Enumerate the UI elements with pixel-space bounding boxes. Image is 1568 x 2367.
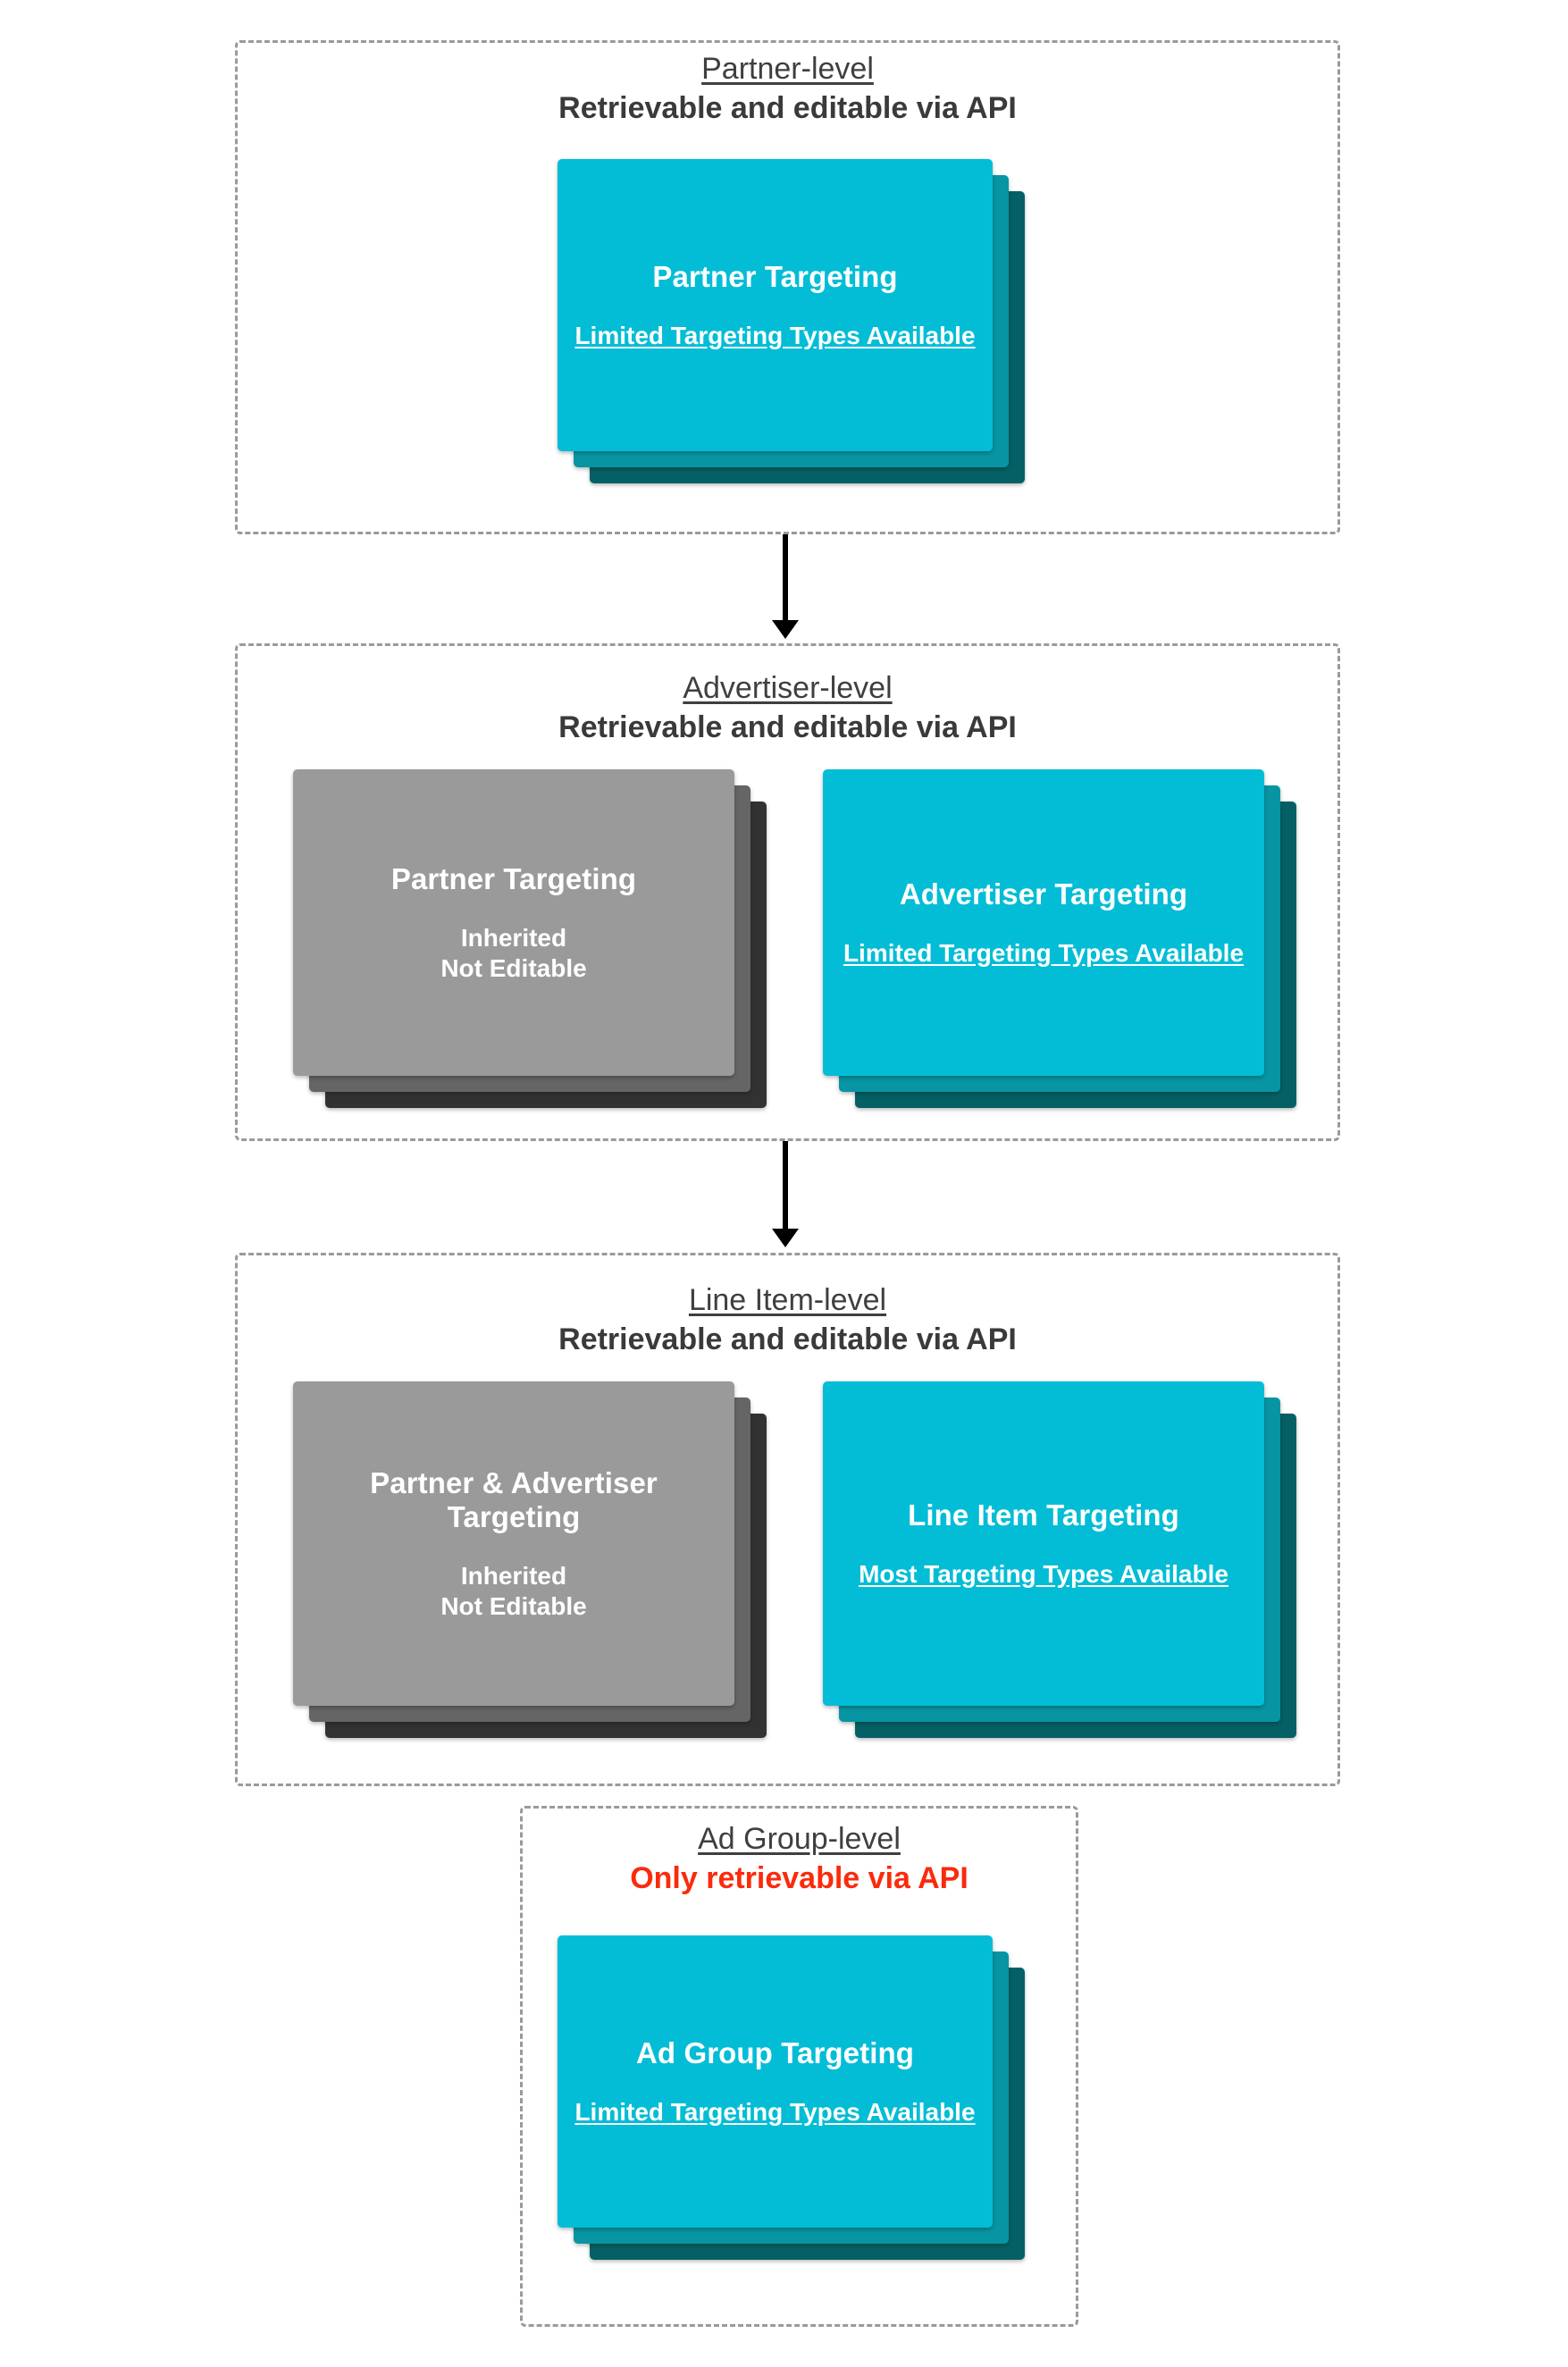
card-note: Inherited Not Editable <box>440 1562 587 1620</box>
card-title: Partner & Advertiser Targeting <box>370 1465 658 1533</box>
card-layer-front: Ad Group Targeting Limited Targeting Typ… <box>558 1935 993 2228</box>
card-stack-partner-advertiser-targeting-inherited[interactable]: Partner & Advertiser Targeting Inherited… <box>293 1381 767 1739</box>
card-title: Advertiser Targeting <box>899 877 1188 911</box>
card-note: Most Targeting Types Available <box>859 1559 1228 1588</box>
card-title: Ad Group Targeting <box>636 2035 914 2069</box>
card-body: Partner Targeting Limited Targeting Type… <box>558 159 993 451</box>
card-note: Limited Targeting Types Available <box>843 938 1245 967</box>
card-title: Partner Targeting <box>652 259 898 293</box>
card-layer-front: Partner & Advertiser Targeting Inherited… <box>293 1381 734 1706</box>
card-body: Partner Targeting Inherited Not Editable <box>293 769 734 1076</box>
card-layer-front: Advertiser Targeting Limited Targeting T… <box>823 769 1264 1076</box>
card-title: Partner Targeting <box>390 861 637 895</box>
card-stack-line-item-targeting[interactable]: Line Item Targeting Most Targeting Types… <box>823 1381 1296 1739</box>
level-box-ad-group <box>520 1806 1078 2327</box>
connector-advertiser-to-line-item <box>772 1141 799 1247</box>
card-note: Limited Targeting Types Available <box>574 2097 976 2126</box>
card-note: Inherited Not Editable <box>440 924 587 982</box>
arrowhead-icon <box>772 1229 799 1247</box>
card-stack-partner-targeting[interactable]: Partner Targeting Limited Targeting Type… <box>558 159 1025 483</box>
card-note: Limited Targeting Types Available <box>574 321 976 349</box>
card-body: Advertiser Targeting Limited Targeting T… <box>823 769 1264 1076</box>
connector-partner-to-advertiser <box>772 534 799 639</box>
card-layer-front: Partner Targeting Inherited Not Editable <box>293 769 734 1076</box>
arrowhead-icon <box>772 620 799 639</box>
level-box-advertiser <box>235 643 1340 1141</box>
card-title: Line Item Targeting <box>908 1498 1179 1532</box>
card-layer-front: Partner Targeting Limited Targeting Type… <box>558 159 993 451</box>
card-layer-front: Line Item Targeting Most Targeting Types… <box>823 1381 1264 1706</box>
card-stack-ad-group-targeting[interactable]: Ad Group Targeting Limited Targeting Typ… <box>558 1935 1025 2260</box>
card-body: Ad Group Targeting Limited Targeting Typ… <box>558 1935 993 2228</box>
card-body: Partner & Advertiser Targeting Inherited… <box>293 1381 734 1706</box>
level-box-line-item <box>235 1253 1340 1786</box>
level-box-partner <box>235 40 1340 534</box>
card-stack-partner-targeting-inherited[interactable]: Partner Targeting Inherited Not Editable <box>293 769 767 1109</box>
card-stack-advertiser-targeting[interactable]: Advertiser Targeting Limited Targeting T… <box>823 769 1296 1109</box>
card-body: Line Item Targeting Most Targeting Types… <box>823 1381 1264 1706</box>
